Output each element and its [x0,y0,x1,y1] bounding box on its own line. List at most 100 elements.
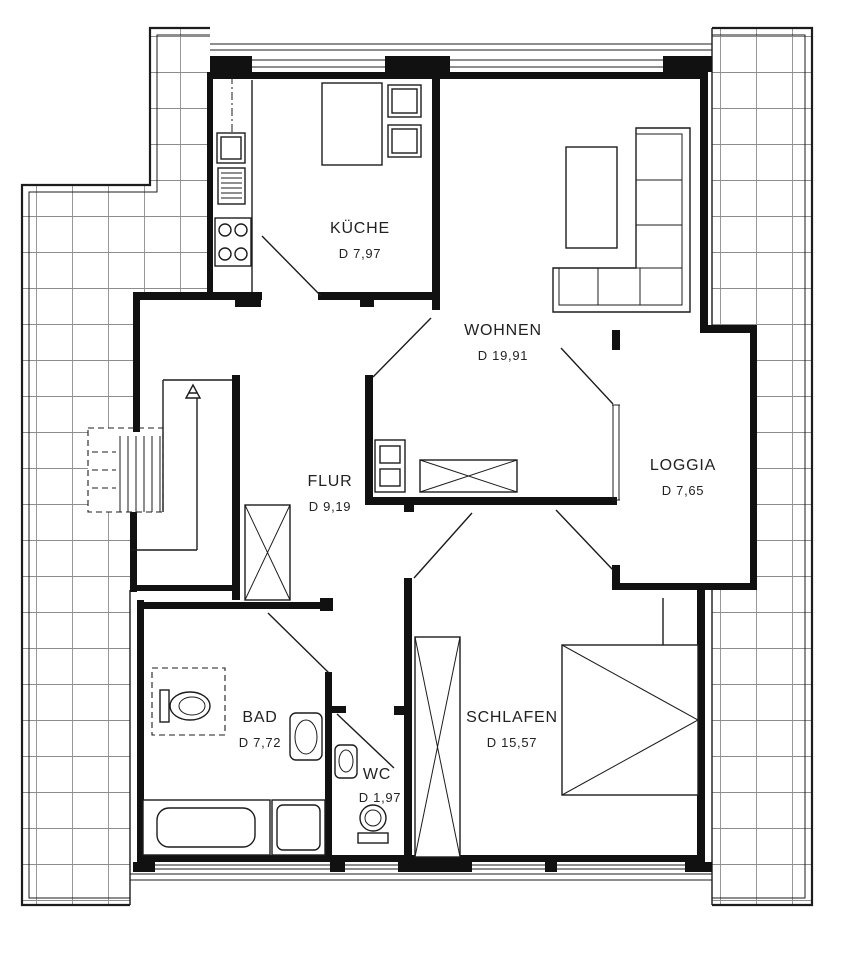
terrace-left-inner-edge [28,34,210,899]
wc-toilet-tank [357,832,389,844]
bath-toilet-bowl [169,691,211,721]
wall-loggia-left-upper [612,330,620,350]
room-area-bad: D 7,72 [239,735,282,750]
eave-top-lines [210,43,712,51]
window-jamb-top-right [663,56,712,72]
kitchen-furniture [214,76,422,292]
room-label-wc: WC [363,766,391,783]
door-jamb-kitchen-a [235,298,261,307]
wall-kitchen-bottom-left [133,292,262,300]
room-label-bad: BAD [242,709,277,726]
window-jamb-top-left [210,56,252,72]
living-furniture [374,127,691,493]
hall-closet-cross [244,504,291,601]
wall-left-stair [130,512,137,592]
wall-kitchen-left [207,72,213,300]
room-area-wohnen: D 19,91 [478,348,528,363]
window-jamb-top-center [385,56,450,72]
wall-kitchen-right [432,72,440,310]
wall-wohnen-left [365,375,373,505]
corner-sofa-cushions [597,179,682,305]
window-glazing-top [252,59,663,68]
kitchen-table [321,82,383,166]
stair-direction-arrow-icon [184,383,202,399]
room-label-schlafen: SCHLAFEN [466,709,558,726]
door-wohnen [372,317,432,378]
wc-toilet-bowl [359,804,387,832]
loggia-floor [620,333,750,583]
wall-bath-right [325,672,332,862]
terrace-right-tiles [712,28,812,905]
room-label-kueche: KÜCHE [330,219,390,237]
wall-schlafen-left [404,578,412,862]
window-jamb-bottom-1 [133,862,155,872]
wall-loggia-right [750,325,757,590]
door-wohnen-loggia [560,347,614,405]
terrace-left-outer-edge [20,26,210,907]
room-label-flur: FLUR [308,473,353,490]
hall-closet [244,504,291,601]
wall-schlafen-right [697,590,705,862]
staircase [87,379,232,551]
room-area-loggia: D 7,65 [662,483,705,498]
wall-bottom [137,855,705,862]
room-label-loggia: LOGGIA [650,457,716,474]
door-wc [336,713,395,769]
door-jamb-bath [320,598,333,611]
stair-steps [119,436,161,512]
terrace-right [711,26,814,907]
terrace-right-inner-edge [712,34,806,899]
stair-opening-floor [88,428,163,512]
coffee-table [565,146,618,249]
window-glazing-loggia [612,404,620,501]
living-cabinet-drawer-2 [379,468,401,487]
door-schlafen [413,512,473,579]
bedroom-furniture [414,636,700,858]
door-schlafen-loggia [555,509,614,571]
window-jamb-bottom-5 [685,862,712,872]
terrace-right-outer-edge [712,26,814,907]
room-area-flur: D 9,19 [309,499,352,514]
wc-fixtures [334,744,389,844]
wall-wc-top-stub [332,706,346,713]
doors [261,235,614,769]
walls [130,72,757,862]
wall-left-upper [133,292,140,432]
bath-toilet-seat [178,696,206,716]
kitchen-chair-2-seat [391,128,418,154]
wall-wohnen-bottom [365,497,617,505]
kitchen-sink-basin [220,136,242,160]
room-area-wc: D 1,97 [359,790,402,805]
stair-railing-dashes [92,451,116,489]
door-kitchen [261,235,322,297]
stove-burner-1 [218,223,232,237]
room-labels: KÜCHE D 7,97 WOHNEN D 19,91 LOGGIA D 7,6… [239,219,716,805]
window-jamb-bottom-3 [398,862,472,872]
wardrobe-cross [414,636,461,858]
kitchen-dishwasher-ribs [221,172,242,199]
bed [561,644,699,796]
shower-tray-basin [276,804,321,851]
room-label-wohnen: WOHNEN [464,322,542,339]
wall-left-bath [137,600,144,862]
window-jamb-bottom-4 [545,862,557,872]
wall-top [207,72,708,79]
wall-stair-bottom [130,585,240,591]
bath-sink-basin [294,719,318,755]
sideboard-cross [419,459,518,493]
room-area-schlafen: D 15,57 [487,735,537,750]
stair-run-lines [130,379,232,551]
bathtub-basin [156,807,256,848]
kitchen-chair-1-seat [391,88,418,114]
wall-loggia-bottom [612,583,757,590]
door-jamb-schlafen [404,497,414,512]
stove-burner-2 [234,223,248,237]
bed-cover-lines [561,644,700,796]
window-jamb-bottom-2 [330,862,345,872]
wc-sink-basin [338,749,354,773]
bath-toilet-tank [159,689,170,723]
stair-opening-outline [87,427,164,513]
bath-fixtures [142,667,326,856]
wall-wohnen-right [700,72,708,330]
